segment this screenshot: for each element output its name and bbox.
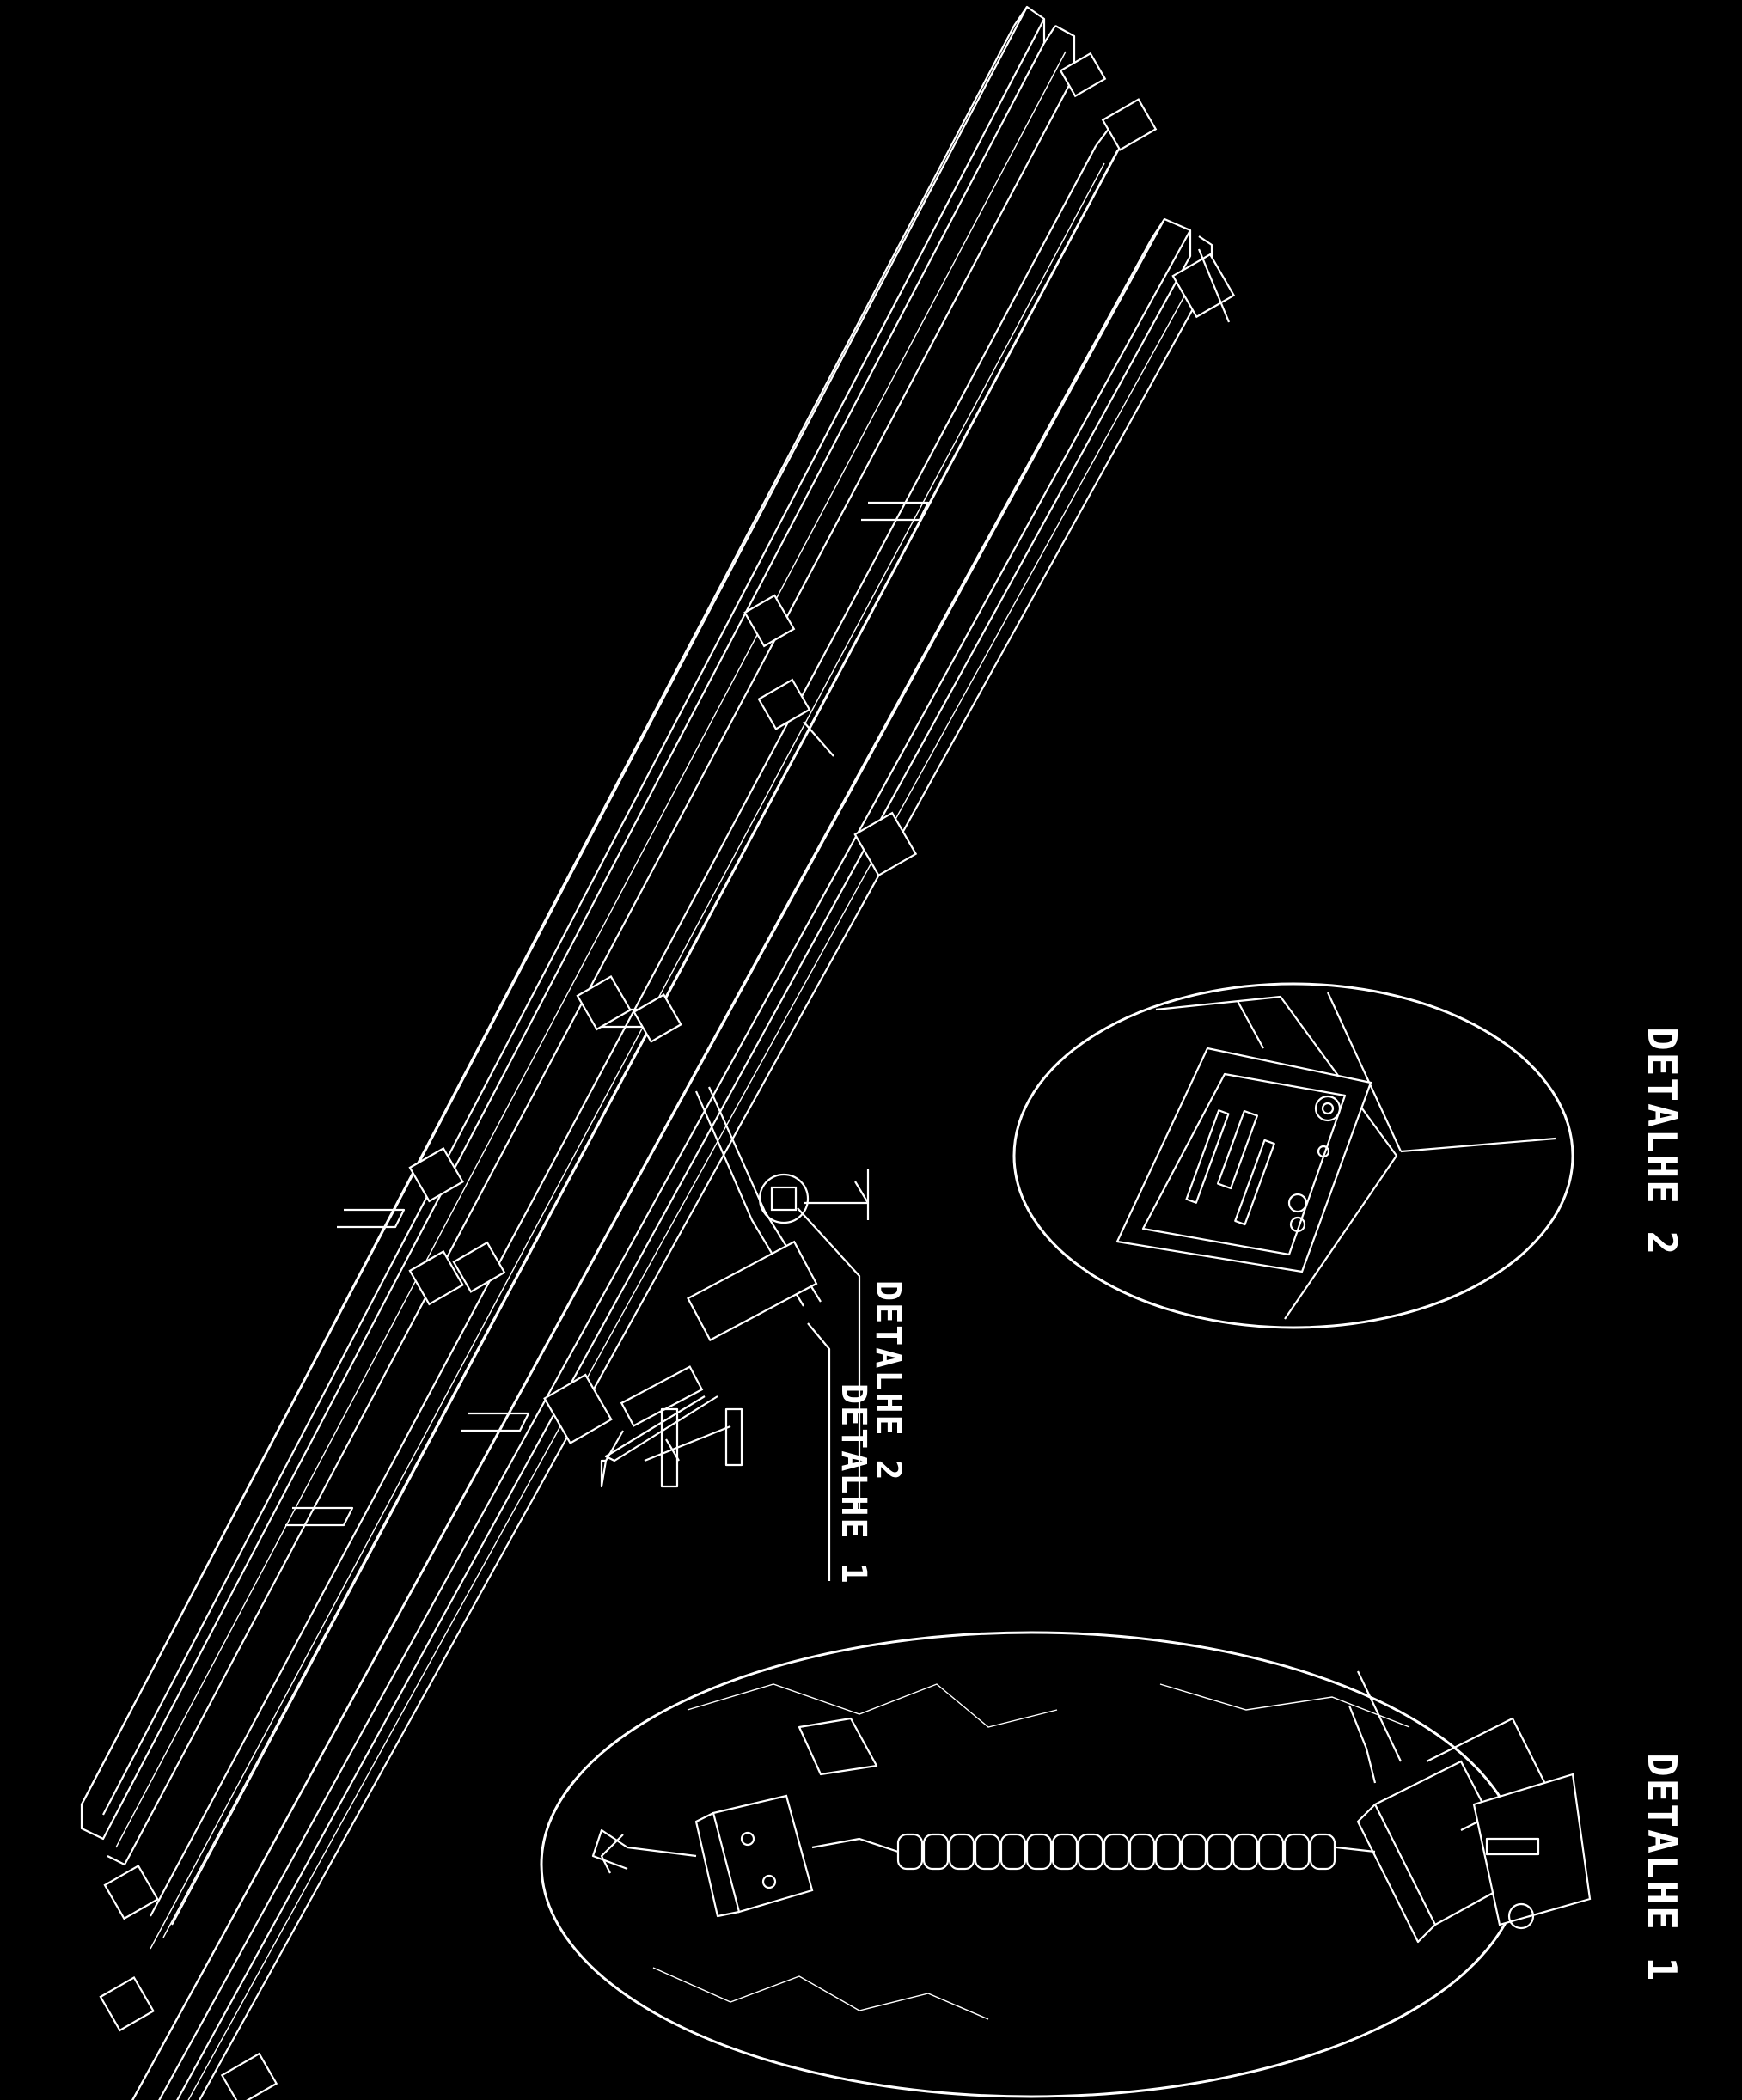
bottom-beam (131, 217, 1213, 2100)
inset-label-detail-2: DETALHE 2 (1639, 1027, 1685, 1256)
detail-1-inset (540, 1631, 1592, 2098)
top-beam (80, 5, 1076, 1866)
callout-leaders (797, 1207, 861, 1581)
main-rail-assembly (80, 5, 1236, 2100)
detail-2-inset (1012, 982, 1574, 1329)
trolley-assembly (600, 1086, 870, 1488)
bracket-row-1 (743, 594, 918, 877)
bracket-top-end (1059, 52, 1236, 323)
bracket-row-2 (408, 974, 682, 1444)
bracket-bottom-end (99, 1864, 278, 2100)
callout-label-detail-1: DETALHE 1 (834, 1383, 873, 1585)
chain (896, 1833, 1336, 1871)
middle-rail (150, 128, 1126, 1950)
inset-label-detail-1: DETALHE 1 (1639, 1753, 1685, 1982)
support-brackets (99, 52, 1236, 2100)
callout-label-detail-2: DETALHE 2 (868, 1280, 908, 1482)
